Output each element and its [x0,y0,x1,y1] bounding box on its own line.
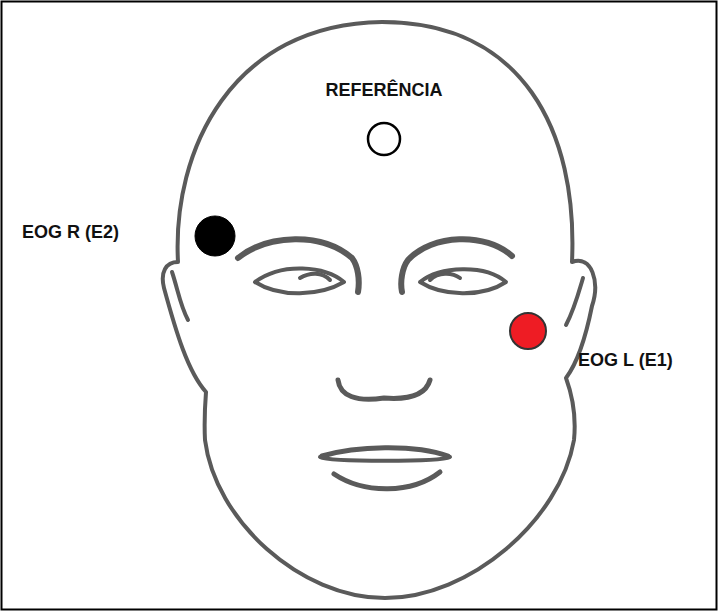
electrode-label: EOG R (E2) [22,222,119,244]
eye [430,274,460,280]
reference-electrode [368,123,400,155]
head-outline [163,22,595,598]
eyebrow [401,239,512,292]
electrode-e1 [510,313,546,349]
ear-detail [566,278,583,325]
electrode-label: EOG L (E1) [578,350,673,372]
nose [338,380,430,399]
ear-detail [172,272,188,320]
eye [300,274,330,280]
mouth [320,457,450,461]
mouth [322,448,448,456]
electrode-label: REFERÊNCIA [325,80,442,102]
electrode-e2 [195,216,235,256]
mouth [334,472,440,489]
eye [255,268,344,293]
eye [420,269,506,293]
